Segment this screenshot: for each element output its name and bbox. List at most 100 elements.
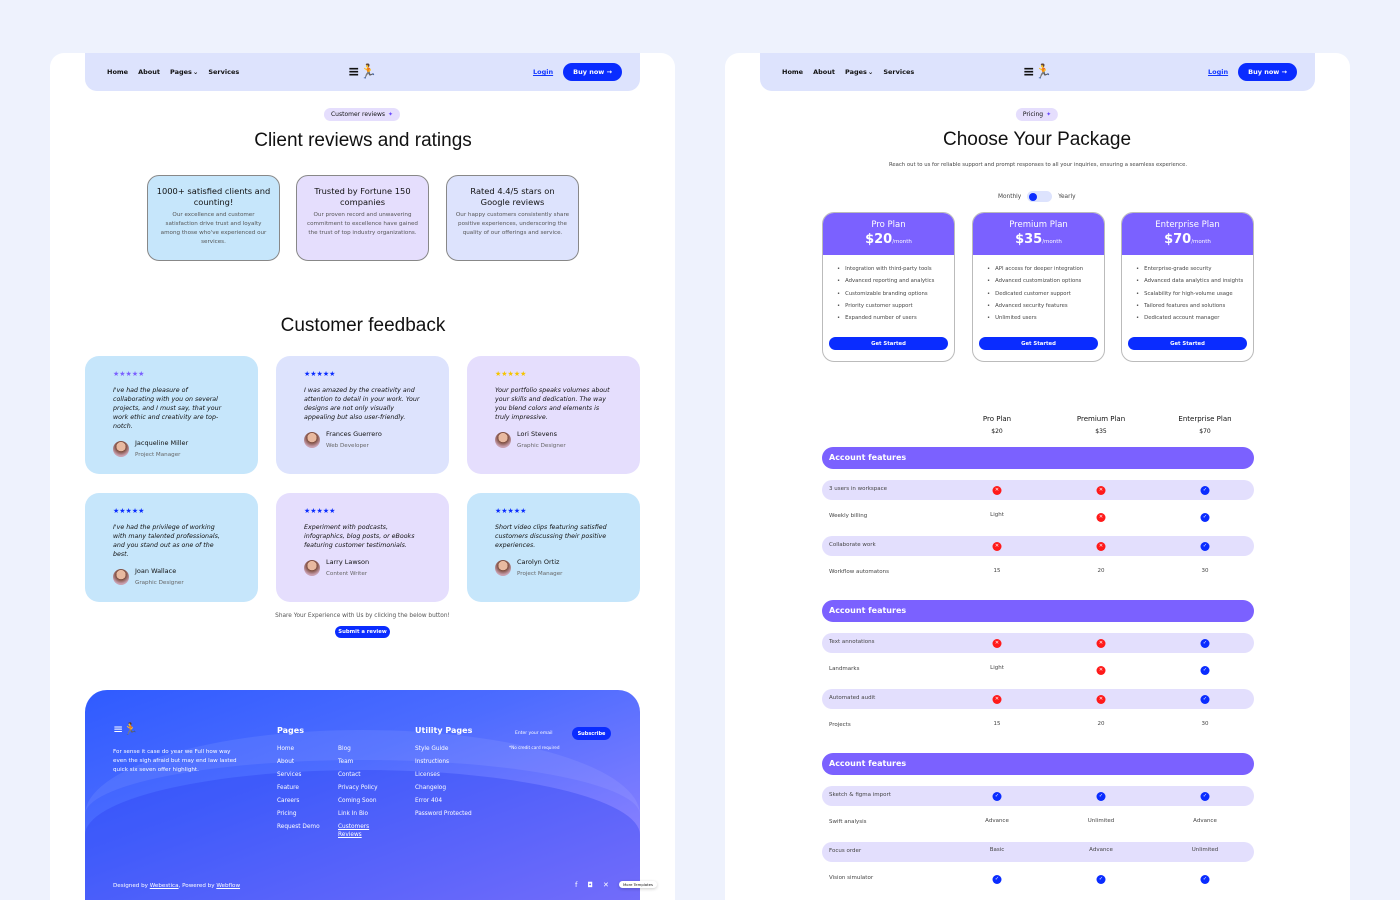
footer-link[interactable]: Style Guide [415,746,449,752]
check-icon: ✓ [1200,512,1210,522]
footer-link[interactable]: Privacy Policy [338,785,378,791]
submit-review-button[interactable]: Submit a review [335,626,390,638]
get-started-button[interactable]: Get Started [829,337,948,350]
nav-link-about[interactable]: About [138,68,160,76]
cell: ✓ [1200,512,1210,522]
check-icon: ✓ [1200,485,1210,495]
cross-icon: ✕ [1096,665,1106,675]
footer-link[interactable]: Error 404 [415,798,443,804]
cell-value: Unlimited [1087,818,1115,824]
login-link[interactable]: Login [1207,68,1229,76]
cross-icon: ✕ [1096,541,1106,551]
compare-row: Automated audit✕✕✓ [822,689,1254,709]
footer-link[interactable]: Services [277,772,302,778]
cross-icon: ✕ [1096,485,1106,495]
cell-value: 30 [1201,721,1209,727]
check-icon: ✓ [1096,874,1106,884]
avatar [113,440,129,457]
chevron-down-icon[interactable]: ⌄ [867,68,874,76]
cell: ✓ [992,791,1002,801]
plan-period: /month [1042,239,1062,245]
nav-link-home[interactable]: Home [107,68,129,76]
nav-link-services[interactable]: Services [883,68,915,76]
instagram-icon[interactable]: ◘ [587,881,594,889]
reviewer-role: Graphic Designer [517,443,566,449]
stat-text: Our proven record and unwavering commitm… [307,212,418,236]
nav-link-services[interactable]: Services [208,68,240,76]
footer-link[interactable]: Careers [277,798,300,804]
footer-link[interactable]: Instructions [415,759,450,765]
x-icon[interactable]: ✕ [603,881,609,889]
footer-link[interactable]: Request Demo [277,824,320,830]
email-input[interactable]: Enter your email [515,731,553,736]
review-quote: Short video clips featuring satisfied cu… [495,524,607,549]
reviewer-role: Graphic Designer [135,580,184,586]
footer-link[interactable]: Licenses [415,772,440,778]
buy-now-button[interactable]: Buy now → [563,63,622,81]
compare-plan-price: $35 [1095,428,1107,435]
nav-link-pages[interactable]: Pages [844,68,867,76]
yearly-label[interactable]: Yearly [1058,193,1076,200]
billing-toggle[interactable] [1027,191,1053,202]
webflow-link[interactable]: Webflow [216,883,241,889]
footer-link[interactable]: Link In Bio [338,811,369,817]
footer-about: For sense it case do year we Full how wa… [113,749,237,773]
plan-header: Premium Plan$35/month [973,213,1104,255]
buy-now-button[interactable]: Buy now → [1238,63,1297,81]
billing-toggle-group: Monthly Yearly [998,191,1076,202]
toggle-knob [1029,192,1038,201]
footer-link[interactable]: Home [277,746,295,752]
facebook-icon[interactable]: f [575,881,578,889]
logo-running-man-icon[interactable]: ≡🏃 [347,64,378,80]
more-templates-badge[interactable]: More Templates [619,881,657,888]
pricing-subtitle: Reach out to us for reliable support and… [888,162,1188,168]
monthly-label[interactable]: Monthly [998,193,1022,200]
footer-link[interactable]: Coming Soon [338,798,377,804]
get-started-button[interactable]: Get Started [979,337,1098,350]
nav-link-pages[interactable]: Pages [169,68,192,76]
nav-link-about[interactable]: About [813,68,835,76]
cell: ✓ [1200,485,1210,495]
reviewer-name: Larry Lawson [326,558,370,566]
review-quote: Your portfolio speaks volumes about your… [495,387,610,421]
badge-label: Customer reviews [330,111,385,118]
plan-price-value: $70 [1164,232,1192,247]
cross-icon: ✕ [992,541,1002,551]
footer: ≡🏃 For sense it case do year we Full how… [85,690,640,900]
plan-name: Pro Plan [871,220,906,230]
feature-label: Automated audit [829,695,876,701]
logo-running-man-icon[interactable]: ≡🏃 [1022,64,1053,80]
cell: ✕ [992,638,1002,648]
cross-icon: ✕ [1096,512,1106,522]
compare-row: Collaborate work✕✕✓ [822,536,1254,556]
reviewer-name: Carolyn Ortiz [517,558,560,566]
footer-credit: Designed by Webestica, Powered by Webflo… [113,883,240,889]
login-link[interactable]: Login [532,68,554,76]
footer-link[interactable]: Blog [338,746,351,752]
plan-features: Enterprise-grade securityAdvanced data a… [1122,255,1253,324]
footer-pages-title: Pages [277,726,304,735]
footer-link[interactable]: Pricing [277,811,297,817]
footer-link[interactable]: Changelog [415,785,447,791]
webestica-link[interactable]: Webestica [149,883,179,889]
subscribe-button[interactable]: Subscribe [572,727,611,740]
chevron-down-icon[interactable]: ⌄ [192,68,199,76]
nav-link-home[interactable]: Home [782,68,804,76]
plan-feature: Integration with third-party tools [837,263,954,275]
footer-link[interactable]: Password Protected [415,811,472,817]
footer-link[interactable]: Customers Reviews [338,824,370,838]
footer-link[interactable]: Feature [277,785,299,791]
footer-link[interactable]: Contact [338,772,361,778]
footer-link[interactable]: Team [338,759,354,765]
cell: ✓ [1096,791,1106,801]
get-started-button[interactable]: Get Started [1128,337,1247,350]
footer-link[interactable]: About [277,759,295,765]
avatar [495,431,511,448]
